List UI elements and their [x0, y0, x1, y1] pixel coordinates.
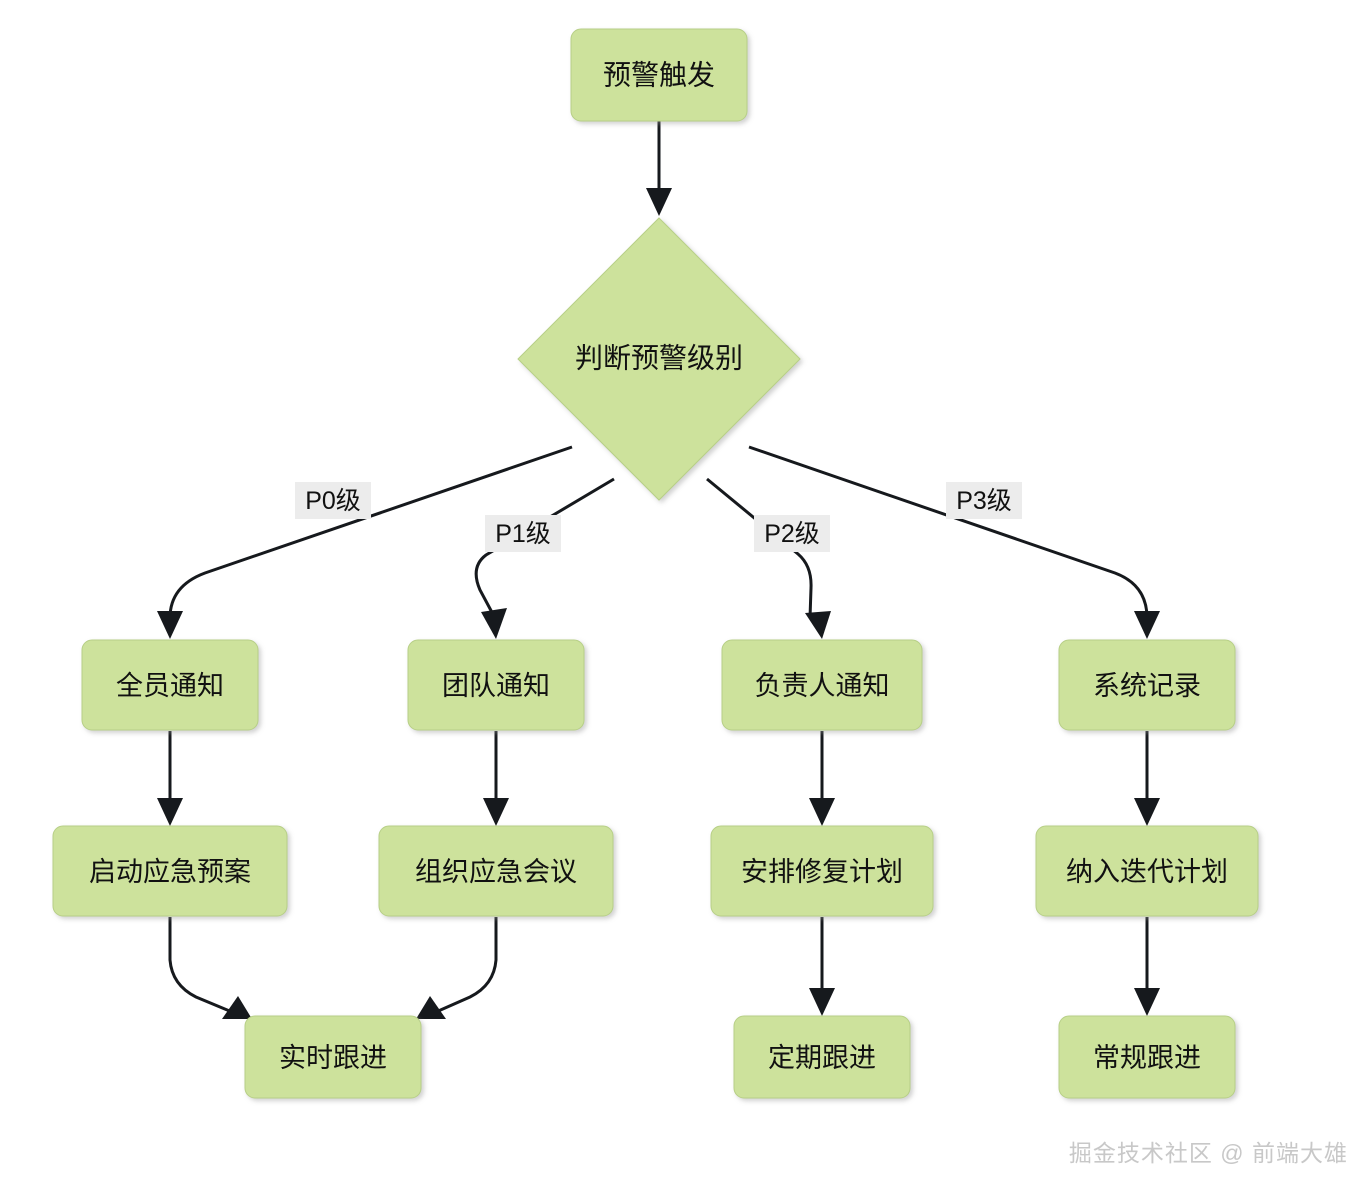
arrowhead-icon [483, 798, 509, 826]
node-label: 预警触发 [603, 60, 715, 91]
arrowhead-icon [1134, 611, 1160, 639]
node-label: 常规跟进 [1093, 1043, 1201, 1073]
node-shape[interactable] [1035, 825, 1259, 917]
arrowhead-icon [157, 798, 183, 826]
edge-labels-layer: P0级 P1级 P2级 P3级 [295, 482, 1022, 552]
node-shape[interactable] [710, 825, 934, 917]
edge-label-p2: P2级 [754, 515, 830, 552]
node-shape[interactable] [733, 1015, 911, 1099]
edge-start-to-decision [646, 121, 672, 216]
edge-line [706, 477, 813, 619]
node-shape[interactable] [244, 1015, 422, 1099]
edge-label-text: P2级 [764, 520, 820, 548]
arrowhead-icon [646, 188, 672, 216]
node-label: 判断预警级别 [575, 343, 743, 374]
edge-p2b-to-t2 [809, 917, 835, 1016]
watermark: 掘金技术社区 @ 前端大雄 [1068, 1140, 1348, 1166]
node-p0b[interactable]: 启动应急预案 [52, 825, 288, 917]
node-p0a[interactable]: 全员通知 [81, 639, 259, 731]
node-label: 定期跟进 [768, 1043, 876, 1073]
node-p1b[interactable]: 组织应急会议 [378, 825, 614, 917]
edge-label-text: P1级 [495, 520, 551, 548]
node-t3[interactable]: 常规跟进 [1058, 1015, 1236, 1099]
edge-label-p0: P0级 [295, 482, 371, 519]
node-label: 系统记录 [1093, 671, 1201, 701]
node-shape[interactable] [721, 639, 923, 731]
edge-p1b-to-t0 [416, 917, 498, 1019]
edge-decision-to-p3a [748, 445, 1160, 639]
edge-label-background [946, 482, 1022, 519]
node-p1a[interactable]: 团队通知 [407, 639, 585, 731]
node-label: 负责人通知 [755, 671, 890, 701]
arrowhead-icon [809, 988, 835, 1016]
node-shape[interactable] [378, 825, 614, 917]
edge-p3b-to-t3 [1134, 917, 1160, 1016]
node-label: 组织应急会议 [415, 857, 577, 887]
edge-line [435, 917, 498, 1014]
edge-p2a-to-p2b [809, 731, 835, 826]
node-decision[interactable]: 判断预警级别 [517, 217, 801, 501]
node-shape[interactable] [517, 217, 801, 501]
node-label: 启动应急预案 [89, 857, 251, 887]
edge-label-text: P0级 [305, 487, 361, 515]
node-t0[interactable]: 实时跟进 [244, 1015, 422, 1099]
node-shape[interactable] [570, 28, 748, 122]
edge-line [474, 477, 615, 619]
edge-p3a-to-p3b [1134, 731, 1160, 826]
arrowhead-icon [805, 611, 831, 639]
node-shape[interactable] [1058, 1015, 1236, 1099]
nodes-layer: 预警触发 判断预警级别 全员通知 团队通知 负责人通知 系统记录 [52, 28, 1259, 1099]
node-p2b[interactable]: 安排修复计划 [710, 825, 934, 917]
node-shape[interactable] [1058, 639, 1236, 731]
arrowhead-icon [1134, 798, 1160, 826]
node-shape[interactable] [407, 639, 585, 731]
arrowhead-icon [1134, 988, 1160, 1016]
edge-label-text: P3级 [956, 487, 1012, 515]
edge-decision-to-p1a [474, 477, 615, 639]
node-label: 全员通知 [116, 671, 224, 701]
node-p2a[interactable]: 负责人通知 [721, 639, 923, 731]
arrowhead-icon [809, 798, 835, 826]
edge-p0a-to-p0b [157, 731, 183, 826]
node-label: 团队通知 [442, 671, 550, 701]
node-label: 纳入迭代计划 [1066, 857, 1228, 887]
edge-label-background [485, 515, 561, 552]
arrowhead-icon [481, 608, 507, 639]
arrowhead-icon [157, 611, 183, 639]
edge-label-background [754, 515, 830, 552]
node-p3a[interactable]: 系统记录 [1058, 639, 1236, 731]
node-label: 安排修复计划 [741, 857, 903, 887]
node-shape[interactable] [81, 639, 259, 731]
edge-line [168, 917, 233, 1014]
arrowhead-icon [222, 996, 252, 1019]
node-shape[interactable] [52, 825, 288, 917]
arrowhead-icon [416, 996, 446, 1019]
edge-p0b-to-t0 [168, 917, 252, 1019]
node-label: 实时跟进 [279, 1043, 387, 1073]
edge-label-p1: P1级 [485, 515, 561, 552]
edge-label-p3: P3级 [946, 482, 1022, 519]
node-start[interactable]: 预警触发 [570, 28, 748, 122]
edge-decision-to-p2a [706, 477, 831, 639]
node-p3b[interactable]: 纳入迭代计划 [1035, 825, 1259, 917]
edge-p1a-to-p1b [483, 731, 509, 826]
edges-layer [157, 121, 1160, 1019]
edge-label-background [295, 482, 371, 519]
edge-decision-to-p0a [157, 445, 573, 639]
node-t2[interactable]: 定期跟进 [733, 1015, 911, 1099]
